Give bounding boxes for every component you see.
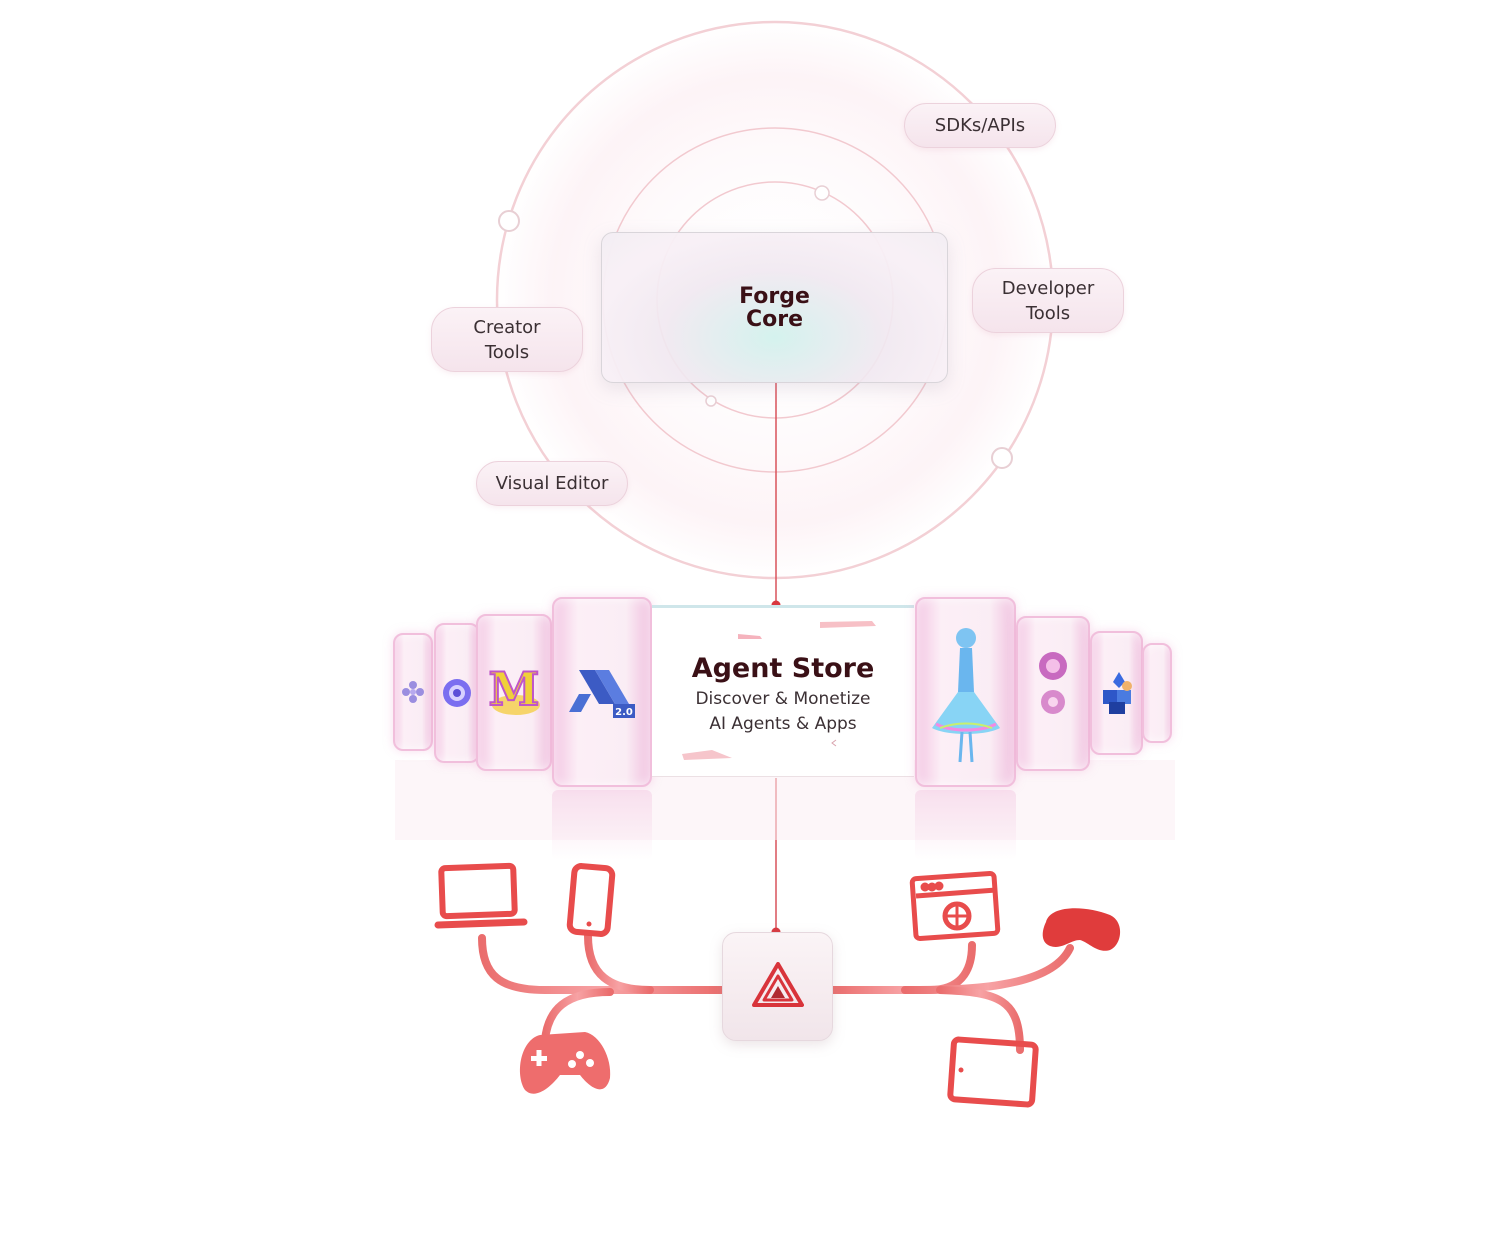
orbit-node — [498, 210, 520, 232]
agent-card-blank[interactable] — [1142, 643, 1172, 743]
phone-icon — [566, 863, 616, 937]
agent-card-pink-character[interactable] — [1016, 616, 1090, 771]
card-reflection — [915, 790, 1016, 860]
agent-card-m2[interactable]: 2.0 — [552, 597, 652, 787]
pink-character-icon — [1028, 644, 1078, 744]
agent-card-blue-cubes[interactable] — [1090, 631, 1143, 755]
robot-icon — [440, 673, 474, 713]
orbit-node — [991, 447, 1013, 469]
orbit-node — [705, 395, 717, 407]
agent-card-m-logo[interactable]: M — [476, 614, 552, 771]
agent-store-title: Agent Store — [691, 653, 875, 684]
creator-tools-label: Creator Tools — [473, 316, 541, 363]
device-bus — [478, 932, 1074, 1054]
agent-card-flower[interactable] — [393, 633, 433, 751]
developer-tools-pill[interactable]: Developer Tools — [972, 268, 1124, 333]
m2-logo-icon: 2.0 — [565, 660, 639, 724]
agent-card-robot[interactable] — [434, 623, 480, 763]
forge-core-card[interactable]: Forge Core — [601, 232, 948, 383]
sdks-apis-pill[interactable]: SDKs/APIs — [904, 103, 1056, 148]
creator-tools-pill[interactable]: Creator Tools — [431, 307, 583, 372]
platform-hub[interactable] — [722, 932, 833, 1041]
blue-cubes-icon — [1097, 668, 1137, 718]
visual-editor-label: Visual Editor — [495, 473, 609, 494]
dancer-figure-icon — [926, 612, 1006, 772]
developer-tools-label: Developer Tools — [1001, 277, 1095, 324]
orbit-node — [814, 185, 830, 201]
vr-headset-icon — [1042, 908, 1121, 951]
sdks-apis-label: SDKs/APIs — [934, 115, 1026, 136]
svg-text:M: M — [489, 663, 540, 716]
store-decor-arrows — [682, 621, 876, 760]
agent-store-subtitle: Discover & Monetize AI Agents & Apps — [695, 689, 871, 734]
gamepad-icon — [520, 1032, 611, 1094]
laptop-icon — [434, 862, 528, 929]
browser-icon — [909, 870, 1001, 942]
visual-editor-pill[interactable]: Visual Editor — [476, 461, 628, 506]
forge-core-title: Forge Core — [739, 283, 810, 332]
m-logo-icon: M — [486, 663, 542, 723]
card-reflection — [552, 790, 652, 860]
agent-store-panel[interactable]: Agent Store Discover & Monetize AI Agent… — [652, 605, 914, 777]
m2-version-label: 2.0 — [615, 707, 633, 718]
tablet-icon — [947, 1036, 1039, 1108]
platform-logo-icon — [751, 961, 804, 1012]
agent-card-dancer[interactable] — [915, 597, 1016, 787]
flower-icon — [402, 679, 424, 705]
